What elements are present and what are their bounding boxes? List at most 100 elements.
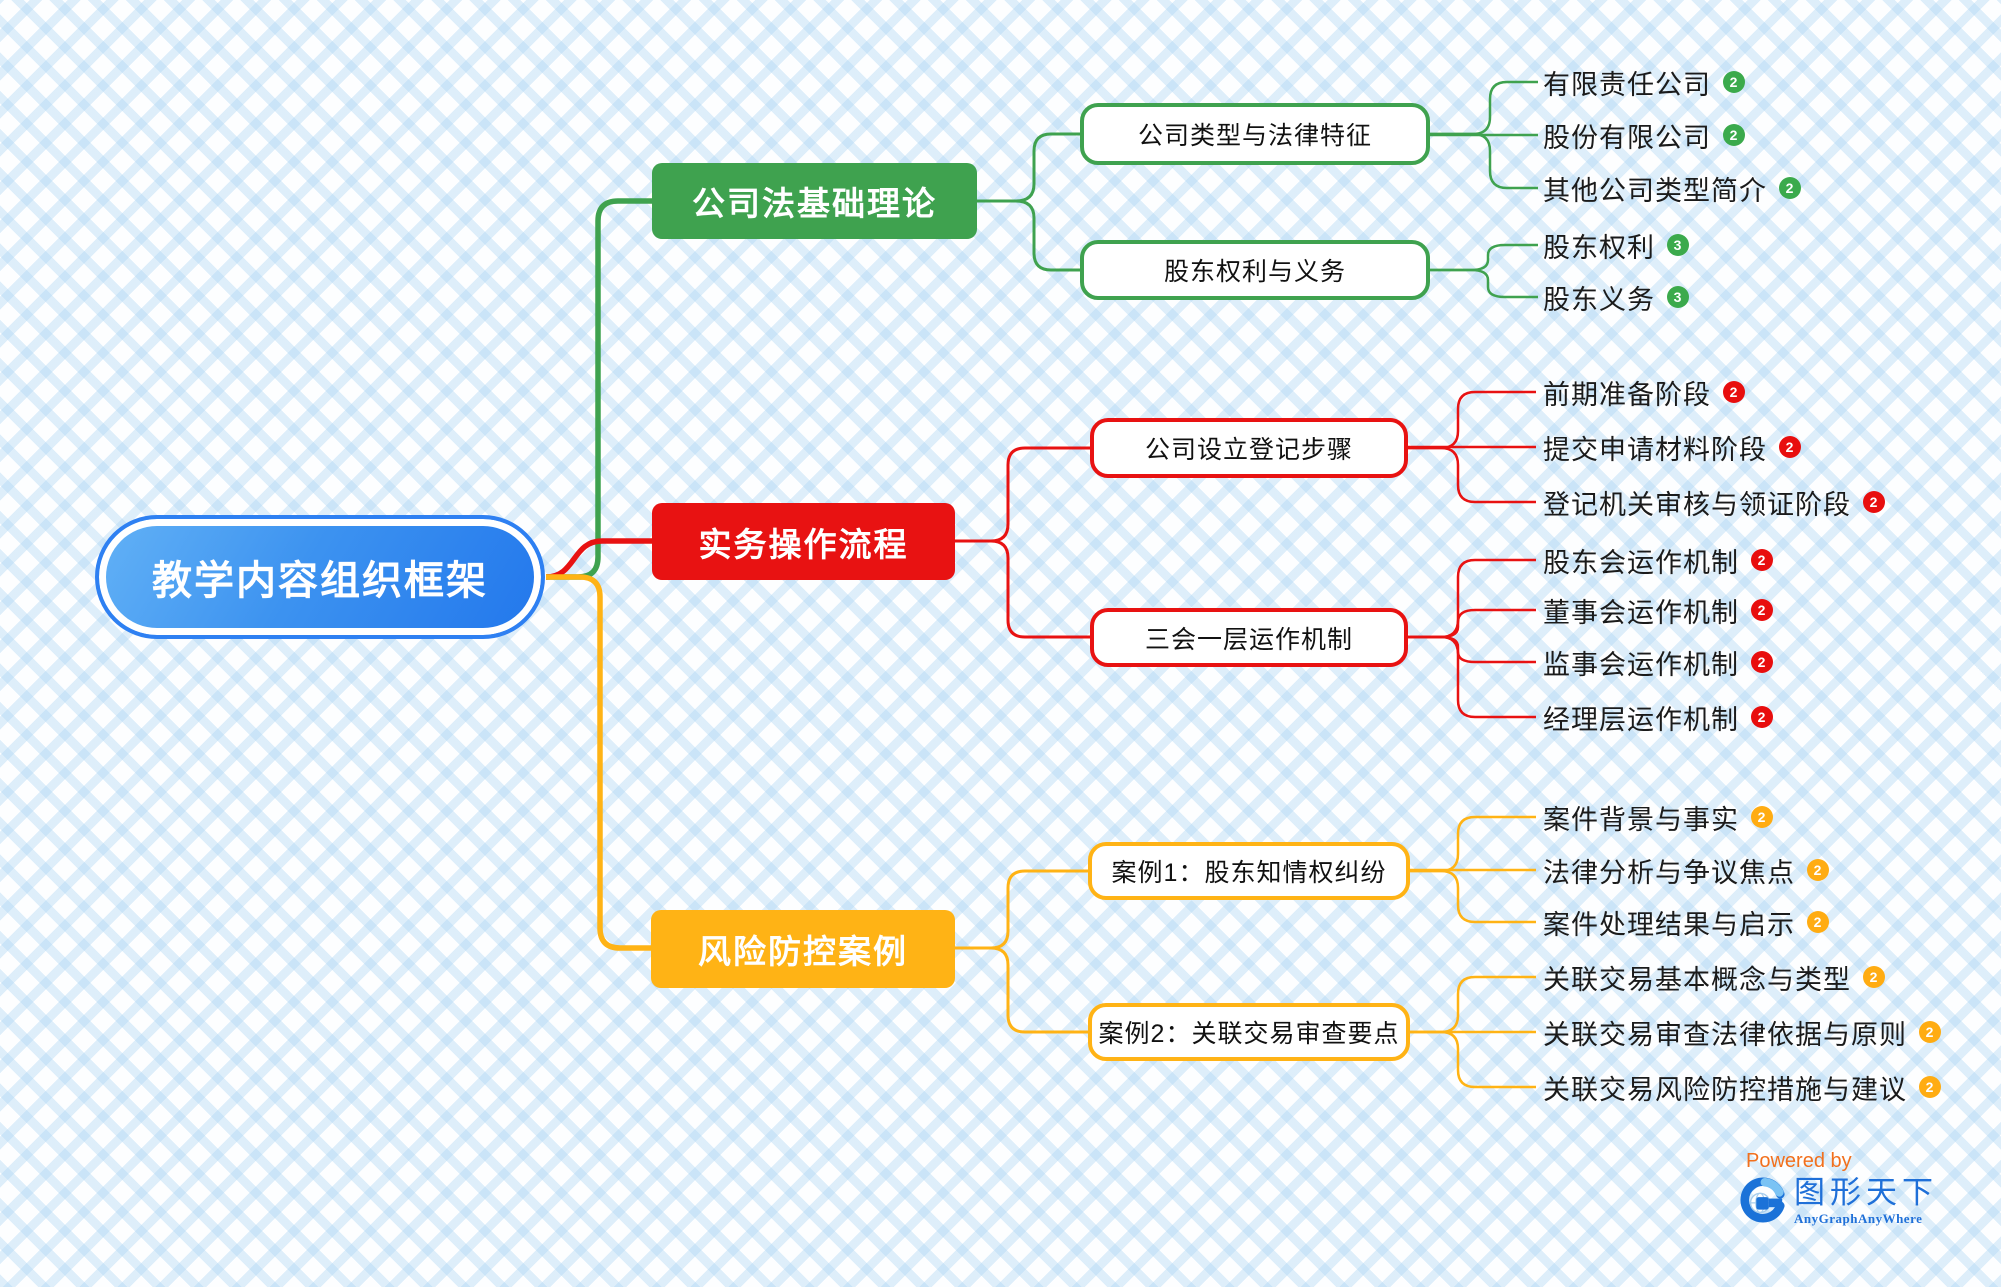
leaf-label: 经理层运作机制	[1543, 704, 1739, 735]
sub-label: 公司设立登记步骤	[1144, 436, 1353, 464]
leaf-node[interactable]: 提交申请材料阶段 2	[1543, 425, 1801, 469]
leafline	[1408, 390, 1536, 450]
leafline	[1430, 80, 1538, 136]
sub-node[interactable]: 案例2：关联交易审查要点	[1088, 1003, 1410, 1061]
brand-watermark: Powered by 图形天下 AnyGraphAnyWhere	[1740, 1150, 1990, 1227]
sub-label: 案例1：股东知情权纠纷	[1111, 859, 1387, 887]
leaf-node[interactable]: 股东义务 3	[1543, 275, 1689, 319]
leaf-label: 股东会运作机制	[1543, 547, 1739, 578]
count-badge: 3	[1667, 234, 1689, 256]
leaf-label: 股东义务	[1543, 284, 1655, 315]
branch-label: 实务操作流程	[698, 525, 909, 563]
leaf-node[interactable]: 董事会运作机制 2	[1543, 588, 1773, 632]
leaf-label: 股份有限公司	[1543, 122, 1711, 153]
leafline	[1430, 243, 1538, 272]
leaf-node[interactable]: 案件处理结果与启示 2	[1543, 900, 1829, 944]
branch-label: 公司法基础理论	[692, 185, 937, 222]
sub-label: 股东权利与义务	[1163, 258, 1346, 286]
count-badge: 2	[1779, 436, 1801, 458]
leaf-node[interactable]: 登记机关审核与领证阶段 2	[1543, 480, 1885, 524]
sub-node[interactable]: 公司类型与法律特征	[1080, 103, 1430, 165]
count-badge: 2	[1779, 177, 1801, 199]
leaf-node[interactable]: 关联交易风险防控措施与建议 2	[1543, 1065, 1941, 1109]
leaf-label: 法律分析与争议焦点	[1543, 857, 1795, 888]
brand-logo-icon	[1740, 1177, 1785, 1223]
leafline	[1408, 446, 1536, 504]
leaf-label: 股东权利	[1543, 232, 1655, 263]
leaf-node[interactable]: 有限责任公司 2	[1543, 60, 1745, 104]
branch-red-sub1	[955, 446, 1090, 543]
leafline	[1408, 635, 1536, 719]
leaf-label: 有限责任公司	[1543, 69, 1711, 100]
leaf-node[interactable]: 经理层运作机制 2	[1543, 695, 1773, 739]
leaf-label: 前期准备阶段	[1543, 379, 1711, 410]
leafline	[1430, 132, 1538, 190]
branch-green-sub1	[977, 132, 1080, 203]
branch-yellow-sub1	[955, 869, 1088, 950]
leaf-label: 提交申请材料阶段	[1543, 434, 1767, 465]
trunk-yellow	[546, 574, 651, 951]
count-badge: 2	[1751, 806, 1773, 828]
count-badge: 2	[1751, 599, 1773, 621]
count-badge: 3	[1667, 286, 1689, 308]
count-badge: 2	[1751, 651, 1773, 673]
branch-label: 风险防控案例	[698, 933, 908, 970]
leaf-node[interactable]: 股份有限公司 2	[1543, 113, 1745, 157]
leaf-label: 其他公司类型简介	[1543, 175, 1767, 206]
leaf-label: 董事会运作机制	[1543, 597, 1739, 628]
count-badge: 2	[1919, 1076, 1941, 1098]
leaf-label: 监事会运作机制	[1543, 649, 1739, 680]
root-node[interactable]: 教学内容组织框架	[95, 515, 545, 639]
count-badge: 2	[1751, 706, 1773, 728]
branch-green-sub2	[977, 199, 1080, 272]
leaf-node[interactable]: 案件背景与事实 2	[1543, 795, 1773, 839]
sub-node[interactable]: 三会一层运作机制	[1090, 608, 1408, 667]
leaf-label: 关联交易风险防控措施与建议	[1543, 1074, 1907, 1105]
branch-red-sub2	[955, 539, 1090, 639]
sub-node[interactable]: 股东权利与义务	[1080, 240, 1430, 300]
leaf-label: 关联交易基本概念与类型	[1543, 964, 1851, 995]
count-badge: 2	[1723, 124, 1745, 146]
leaf-node[interactable]: 关联交易审查法律依据与原则 2	[1543, 1010, 1941, 1054]
leaf-label: 案件处理结果与启示	[1543, 909, 1795, 940]
leaf-label: 案件背景与事实	[1543, 804, 1739, 835]
brand-name: 图形天下	[1794, 1175, 1938, 1210]
leafline	[1408, 558, 1536, 639]
leaf-node[interactable]: 股东会运作机制 2	[1543, 538, 1773, 582]
trunk-green	[546, 198, 652, 580]
branch-yellow-sub2	[955, 946, 1088, 1034]
leaf-node[interactable]: 前期准备阶段 2	[1543, 370, 1745, 414]
leafline	[1410, 869, 1536, 924]
count-badge: 2	[1751, 549, 1773, 571]
leaf-label: 登记机关审核与领证阶段	[1543, 489, 1851, 520]
branch-node-risk-cases[interactable]: 风险防控案例	[651, 910, 955, 988]
leaf-label: 关联交易审查法律依据与原则	[1543, 1019, 1907, 1050]
leafline	[1408, 635, 1536, 664]
count-badge: 2	[1723, 71, 1745, 93]
root-label: 教学内容组织框架	[152, 559, 488, 603]
sub-node[interactable]: 公司设立登记步骤	[1090, 418, 1408, 478]
count-badge: 2	[1807, 911, 1829, 933]
leaf-node[interactable]: 监事会运作机制 2	[1543, 640, 1773, 684]
leafline	[1410, 975, 1536, 1034]
leafline	[1410, 1030, 1536, 1089]
leaf-node[interactable]: 其他公司类型简介 2	[1543, 166, 1801, 210]
sub-label: 案例2：关联交易审查要点	[1098, 1020, 1400, 1048]
leafline	[1410, 815, 1536, 873]
sub-label: 公司类型与法律特征	[1137, 122, 1372, 150]
leaf-node[interactable]: 法律分析与争议焦点 2	[1543, 848, 1829, 892]
count-badge: 2	[1919, 1021, 1941, 1043]
leaf-node[interactable]: 关联交易基本概念与类型 2	[1543, 955, 1885, 999]
leafline	[1408, 608, 1536, 639]
count-badge: 2	[1863, 966, 1885, 988]
brand-subtitle: AnyGraphAnyWhere	[1794, 1211, 1923, 1226]
branch-node-basic-theory[interactable]: 公司法基础理论	[652, 163, 977, 239]
sub-node[interactable]: 案例1：股东知情权纠纷	[1088, 842, 1410, 900]
sub-label: 三会一层运作机制	[1144, 625, 1353, 654]
branch-node-practice-flow[interactable]: 实务操作流程	[652, 503, 955, 580]
leaf-node[interactable]: 股东权利 3	[1543, 223, 1689, 267]
leafline	[1430, 268, 1538, 299]
count-badge: 2	[1723, 381, 1745, 403]
